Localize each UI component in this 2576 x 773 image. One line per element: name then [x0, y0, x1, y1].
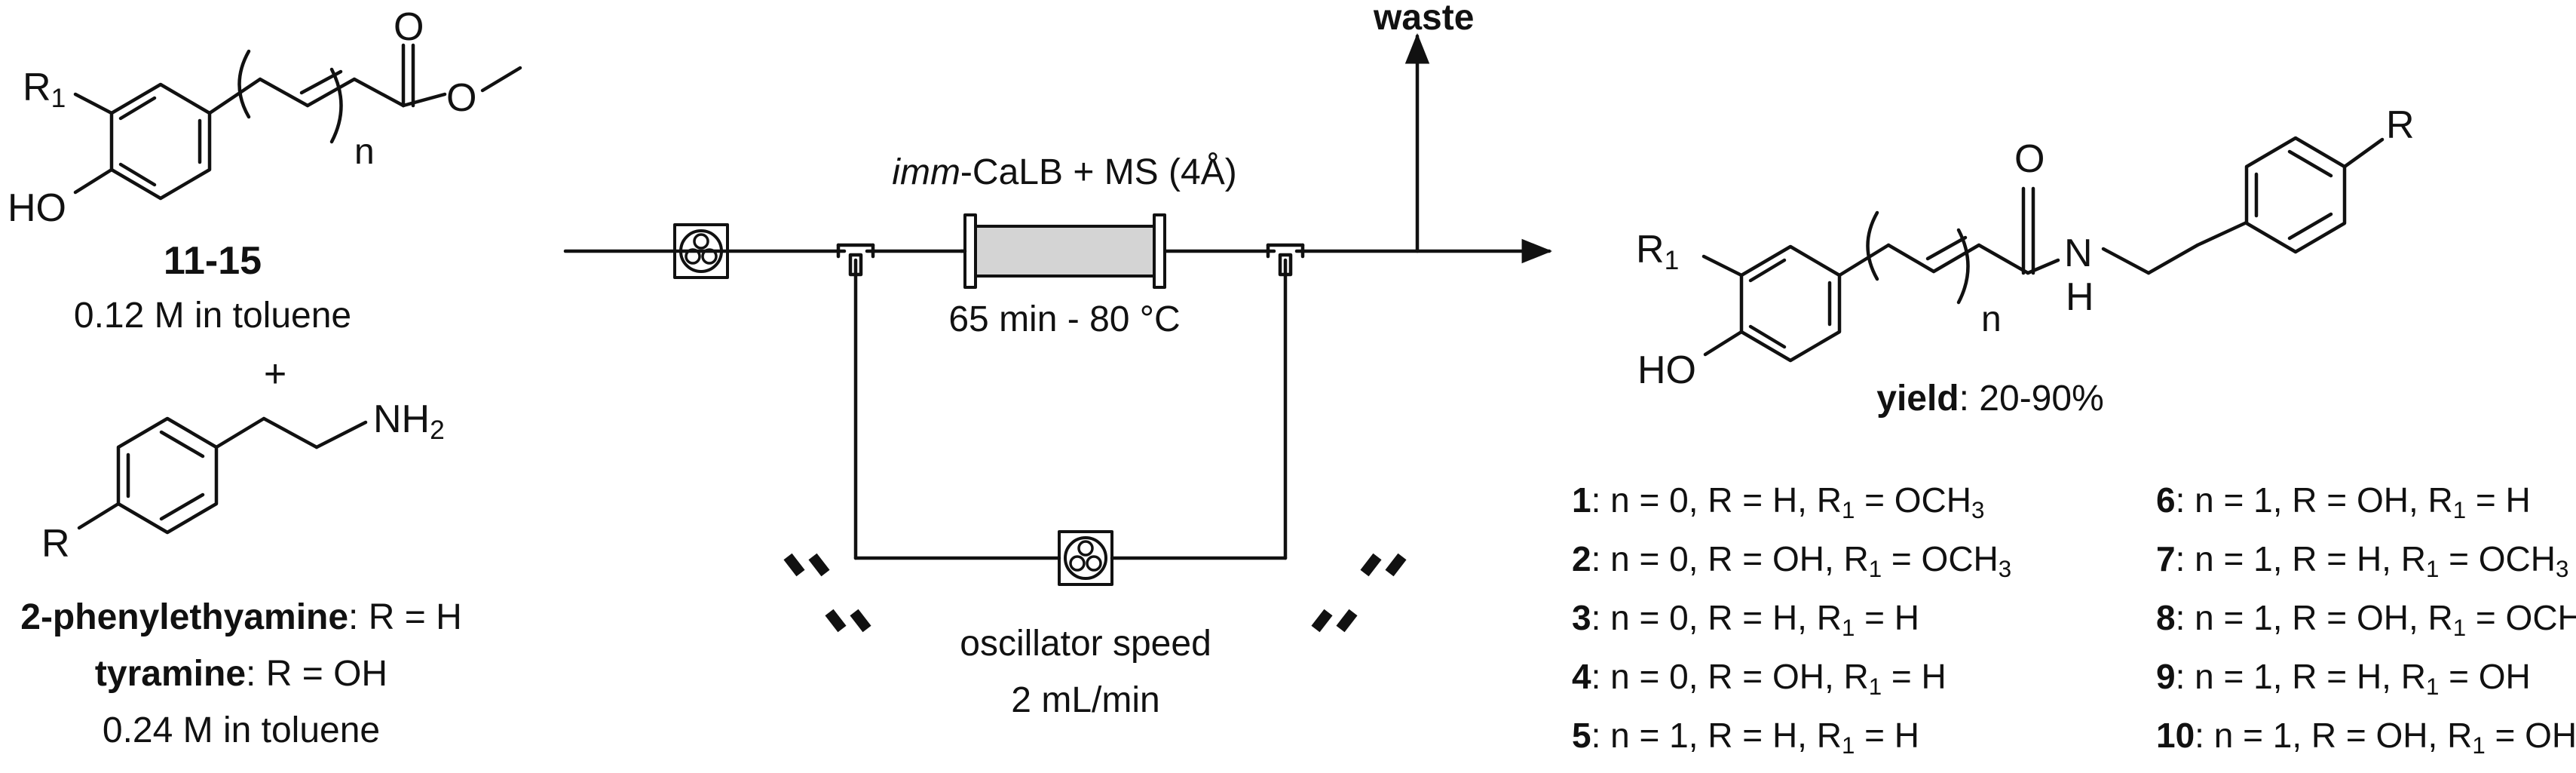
oscillation-marks-right	[1311, 553, 1407, 633]
product-repeat-bracket-right	[1956, 228, 1970, 305]
product-carbonyl-oxygen-label: O	[2014, 137, 2045, 181]
plus-sign: +	[263, 352, 287, 396]
amine-concentration: 0.24 M in toluene	[102, 710, 381, 750]
ester-ether-oxygen-label: O	[446, 76, 477, 120]
tee-junction-left	[836, 243, 875, 277]
waste-label: waste	[1374, 0, 1475, 38]
reactor-column-icon	[959, 213, 1166, 289]
product-r-label: R	[2386, 103, 2415, 147]
pump-icon	[673, 223, 729, 279]
amine-option-phenylethylamine: 2-phenylethyamine: R = H	[20, 597, 462, 637]
amine-molecule-structure	[77, 416, 368, 535]
compound-entry: 7: n = 1, R = H, R1 = OCH3	[2156, 539, 2569, 582]
oscillator-rate-label: 2 mL/min	[1011, 680, 1160, 720]
compound-entry: 4: n = 0, R = OH, R1 = H	[1572, 657, 1947, 700]
amine-r-label: R	[41, 522, 70, 566]
oscillator-pump-icon	[1058, 530, 1113, 586]
compound-entry: 8: n = 1, R = OH, R1 = OCH3	[2156, 598, 2576, 641]
flow-setup-lines	[563, 32, 1553, 560]
oscillation-marks-left	[783, 553, 871, 633]
reactor-conditions-label: 65 min - 80 °C	[948, 299, 1181, 339]
compound-entry: 2: n = 0, R = OH, R1 = OCH3	[1572, 539, 2012, 582]
ester-hydroxyl-label: HO	[8, 186, 66, 230]
ester-index-n-label: n	[354, 132, 375, 172]
product-amide-h-label: H	[2066, 275, 2094, 319]
product-index-n-label: n	[1981, 299, 2002, 339]
ester-r1-label: R1	[23, 66, 66, 113]
product-r1-label: R1	[1636, 228, 1680, 275]
amine-nh2-label: NH2	[373, 397, 445, 445]
ester-molecule-structure	[73, 43, 522, 201]
compound-entry: 3: n = 0, R = H, R1 = H	[1572, 598, 1919, 641]
product-amide-n-label: N	[2064, 232, 2093, 275]
product-molecule-structure	[1702, 186, 2249, 363]
product-repeat-bracket-left	[1866, 210, 1879, 281]
ester-repeat-bracket-right	[329, 67, 343, 144]
oscillator-label: oscillator speed	[960, 624, 1211, 664]
tee-junction-right	[1266, 243, 1305, 277]
ester-repeat-bracket-left	[237, 49, 251, 119]
product-hydroxyl-label: HO	[1637, 348, 1696, 392]
compound-entry: 5: n = 1, R = H, R1 = H	[1572, 716, 1919, 759]
product-yield: yield: 20-90%	[1876, 379, 2104, 419]
reactor-catalyst-label: imm-CaLB + MS (4Å)	[892, 152, 1237, 192]
compound-entry: 9: n = 1, R = H, R1 = OH	[2156, 657, 2531, 700]
ester-concentration: 0.12 M in toluene	[73, 296, 352, 336]
compound-entry: 1: n = 0, R = H, R1 = OCH3	[1572, 480, 1985, 523]
amine-option-tyramine: tyramine: R = OH	[94, 654, 388, 694]
ester-compound-ids: 11-15	[163, 239, 262, 283]
compound-entry: 10: n = 1, R = OH, R1 = OH	[2156, 716, 2576, 759]
ester-carbonyl-oxygen-label: O	[394, 5, 424, 49]
compound-entry: 6: n = 1, R = OH, R1 = H	[2156, 480, 2531, 523]
product-phenyl-ring	[2244, 136, 2385, 254]
